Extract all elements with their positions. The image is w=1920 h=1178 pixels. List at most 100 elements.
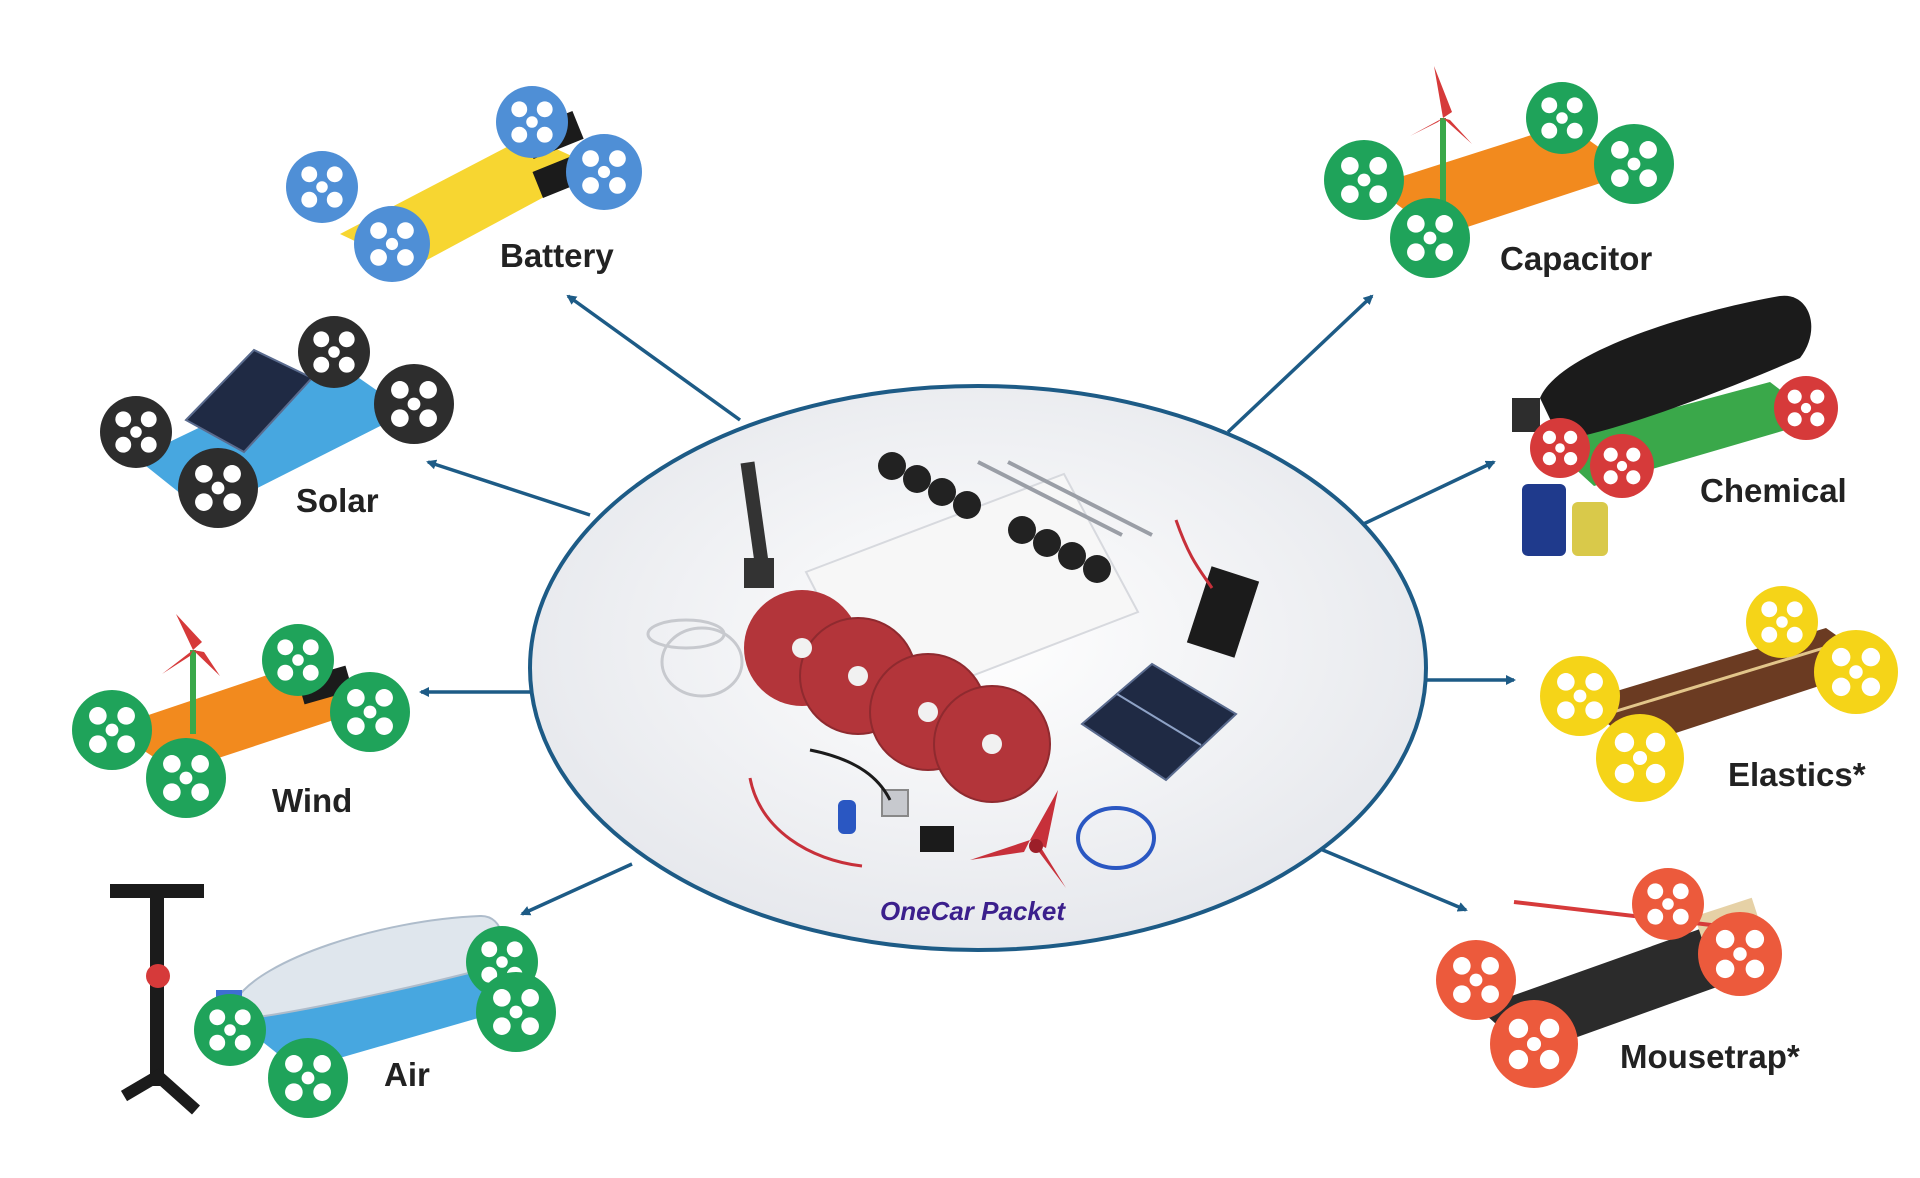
- wheel-hub: [1776, 616, 1788, 628]
- wheel-holes-set: [1603, 447, 1641, 485]
- wheel-hub: [385, 237, 399, 251]
- wheel-hole: [1453, 957, 1471, 975]
- wheel-hole: [1585, 673, 1603, 691]
- wheel-hole: [1745, 959, 1765, 979]
- wheel-hole: [1539, 1018, 1560, 1039]
- wheel-hole: [223, 465, 241, 483]
- battery-wire: [1174, 519, 1214, 589]
- foam-pad: [903, 465, 931, 493]
- wheel-hole: [313, 356, 330, 373]
- propeller-stand: [740, 461, 770, 571]
- wheel-hole: [338, 331, 355, 348]
- car-battery: Battery: [286, 86, 642, 282]
- wheel-hole: [521, 1017, 539, 1035]
- propeller: [1410, 66, 1472, 144]
- wheel-hole: [1647, 908, 1664, 925]
- wheel-holes-set: [89, 707, 135, 753]
- wheel-holes-set: [277, 639, 319, 681]
- packet-wire: [809, 748, 892, 801]
- arrows-group: [419, 294, 1516, 916]
- wheel-hole: [117, 735, 135, 753]
- wheel-hole: [1672, 908, 1689, 925]
- arrow-battery: [566, 294, 742, 422]
- car-label: Chemical: [1700, 472, 1847, 509]
- wheel-hole: [1542, 452, 1556, 466]
- wheel-holes-set: [195, 465, 241, 511]
- wheel-holes-set: [115, 411, 157, 453]
- wheel-hole: [397, 249, 414, 266]
- car-elastics: Elastics*: [1540, 586, 1898, 802]
- foam-pad: [1083, 555, 1111, 583]
- wheel-holes-set: [313, 331, 355, 373]
- wheel-hole: [1787, 412, 1802, 427]
- wheel-hole: [582, 177, 599, 194]
- wheel-hole: [1810, 389, 1825, 404]
- wheel-hub: [982, 734, 1002, 754]
- wheel-hole: [338, 356, 355, 373]
- wheel-hole: [195, 493, 213, 511]
- wheel-hole: [117, 707, 135, 725]
- arrow-chemical: [1354, 460, 1496, 530]
- wheel-hole: [191, 783, 209, 801]
- car-capacitor: Capacitor: [1324, 66, 1674, 278]
- wheel-hub: [292, 654, 304, 666]
- clip: [920, 826, 954, 852]
- wheel-hole: [511, 101, 528, 118]
- wheel-holes-set: [1647, 883, 1689, 925]
- wheel-hub: [105, 723, 119, 737]
- car-solar: Solar: [100, 316, 454, 528]
- wheel-hub: [328, 346, 340, 358]
- wheel-hole: [1542, 430, 1556, 444]
- wheel-holes-set: [163, 755, 209, 801]
- wheel-holes-set: [1614, 732, 1666, 784]
- wheel-hole: [1831, 647, 1851, 667]
- wheel-hole: [302, 639, 319, 656]
- wheel-hub: [407, 397, 421, 411]
- wheel-holes-set: [347, 689, 393, 735]
- foam-pad: [1033, 529, 1061, 557]
- wheel-hole: [1672, 883, 1689, 900]
- wheel-hub: [130, 426, 142, 438]
- wheel-hub: [526, 116, 538, 128]
- wheel-hole: [301, 191, 318, 208]
- wheel-hole: [1786, 626, 1803, 643]
- wheel-hub: [918, 702, 938, 722]
- wheel-hole: [481, 941, 498, 958]
- wheel-hole: [481, 966, 498, 983]
- arrow-capacitor: [1226, 294, 1374, 434]
- foam-pads: [878, 452, 1111, 583]
- wheel-hub: [224, 1024, 236, 1036]
- wheel-hub: [1632, 750, 1648, 766]
- wheel-hole: [326, 191, 343, 208]
- propeller-blade: [1030, 790, 1058, 848]
- wheel-hole: [1861, 677, 1881, 697]
- wheel-hole: [493, 1017, 511, 1035]
- wheel-hole: [1787, 389, 1802, 404]
- car-chemical: Chemical: [1512, 295, 1847, 556]
- wheel-hole: [1435, 243, 1453, 261]
- wheel-hole: [1645, 732, 1666, 753]
- wheel-hole: [1831, 677, 1851, 697]
- wheel-hole: [1407, 243, 1425, 261]
- wheel-hub: [1357, 173, 1371, 187]
- wheel-hole: [89, 735, 107, 753]
- wheel-hole: [89, 707, 107, 725]
- wheel-hole: [1557, 701, 1575, 719]
- wheel-hole: [1481, 957, 1499, 975]
- propeller: [162, 614, 220, 676]
- salt-jar: [1522, 484, 1566, 556]
- car-mousetrap: Mousetrap*: [1436, 868, 1800, 1088]
- axle-rod: [1007, 460, 1153, 537]
- wheel-hub: [1573, 689, 1587, 703]
- wheel-hole: [419, 409, 437, 427]
- wheel-hole: [285, 1055, 303, 1073]
- wheel-hole: [1566, 122, 1583, 139]
- wheel-holes-set: [1341, 157, 1387, 203]
- wheel-hole: [1810, 412, 1825, 427]
- wheel-hole: [582, 150, 599, 167]
- wheel-hub: [1423, 231, 1437, 245]
- wheel-hole: [163, 755, 181, 773]
- wheel-hole: [1603, 470, 1618, 485]
- foam-pad: [953, 491, 981, 519]
